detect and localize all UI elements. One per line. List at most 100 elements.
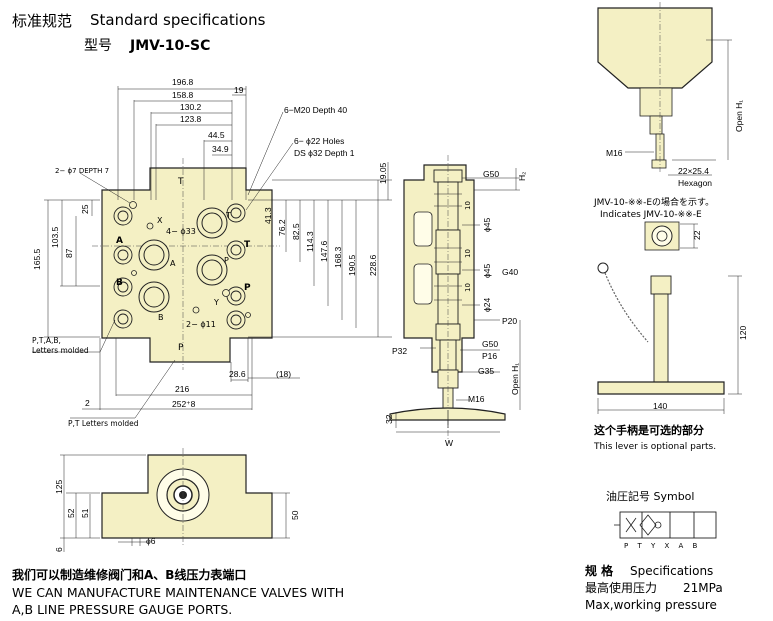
- dim-34-9: 34.9: [212, 144, 229, 154]
- dim-158-8: 158.8: [172, 90, 194, 100]
- port-y-label: Y: [213, 298, 219, 307]
- spec-title-en: Specifications: [630, 564, 713, 578]
- footer-note-en-1: WE CAN MANUFACTURE MAINTENANCE VALVES WI…: [12, 585, 344, 600]
- dim-52: 52: [66, 508, 76, 518]
- port-b-label: B: [116, 278, 123, 288]
- dim-6: 6: [54, 547, 64, 552]
- port-a-inner: A: [170, 259, 176, 268]
- dim-19: 19: [234, 85, 244, 95]
- dim-44-5: 44.5: [208, 130, 225, 140]
- footer-note-en-2: A,B LINE PRESSURE GAUGE PORTS.: [12, 602, 232, 617]
- dim-165-5: 165.5: [32, 248, 42, 270]
- handle-detail: M16 22×25.4 Hexagon Open H₁ JMV-10-※※-Eの…: [593, 2, 748, 452]
- dim-2: 2: [85, 398, 90, 408]
- title-cn: 标准规范: [12, 12, 72, 30]
- spec-pressure-value: 21MPa: [683, 581, 723, 595]
- dim-51: 51: [80, 508, 90, 518]
- side-g40: G40: [502, 267, 518, 277]
- dim-130-2: 130.2: [180, 102, 202, 112]
- port-t-inner: T: [225, 211, 231, 220]
- dim-123-8: 123.8: [180, 114, 202, 124]
- phi11-label: 2− ϕ11: [186, 320, 216, 329]
- dim-196-8: 196.8: [172, 77, 194, 87]
- side-g50-top: G50: [483, 169, 499, 179]
- dim-168-3: 168.3: [333, 246, 343, 268]
- holes22-label: 6− ϕ22 Holes: [294, 136, 344, 146]
- dim-41-3: 41.3: [263, 207, 273, 224]
- side-phi45-a: ϕ45: [482, 218, 492, 232]
- port-x-label: X: [157, 216, 163, 225]
- symbol-ports: P T Y X A B: [624, 542, 701, 550]
- side-g50-b: G50: [482, 339, 498, 349]
- dim-147-6: 147.6: [319, 240, 329, 262]
- side-m16: M16: [468, 394, 485, 404]
- port-p-side: P: [244, 283, 251, 293]
- side-10c: 10: [464, 283, 472, 292]
- port-t-side: T: [244, 240, 251, 250]
- dim-28-6: 28.6: [229, 369, 246, 379]
- rp-note-en: Indicates JMV-10-※※-E: [600, 210, 702, 220]
- port-p-bottom: P: [178, 343, 184, 353]
- dim-82-5: 82.5: [291, 223, 301, 240]
- side-phi24: ϕ24: [482, 298, 492, 312]
- side-view: G50 H₂ ϕ45 ϕ45 G40 ϕ24 P20 P32 G50 P16 G…: [384, 155, 527, 448]
- dim-114-3: 114.3: [305, 231, 315, 252]
- dim-103-5: 103.5: [50, 226, 60, 248]
- model-label: 型号: [84, 38, 112, 54]
- letters-molded-line1: P,T,A,B,: [32, 336, 61, 345]
- spec-pressure-en: Max,working pressure: [585, 598, 717, 612]
- dim-252: 252⁺8: [172, 399, 196, 409]
- rp-hex-size: 22×25.4: [678, 166, 709, 176]
- dim-216: 216: [175, 384, 189, 394]
- dim-125: 125: [54, 480, 64, 494]
- dim-87: 87: [64, 248, 74, 258]
- side-phi45-b: ϕ45: [482, 264, 492, 278]
- side-10b: 10: [464, 249, 472, 258]
- side-p16: P16: [482, 351, 497, 361]
- model-number: JMV-10-SC: [129, 38, 210, 54]
- side-open-h1: Open H₁: [510, 363, 520, 395]
- rp-22: 22: [692, 230, 702, 240]
- specifications: 规 格 Specifications 最高使用压力 21MPa Max,work…: [585, 563, 723, 612]
- dim-228-6: 228.6: [368, 254, 378, 276]
- dim-76-2: 76.2: [277, 219, 287, 236]
- spec-pressure-cn: 最高使用压力: [585, 580, 657, 595]
- symbol-title: 油圧記号 Symbol: [606, 489, 694, 503]
- port-a-label: A: [116, 236, 123, 246]
- rp-120: 120: [738, 326, 748, 340]
- rp-m16: M16: [606, 148, 623, 158]
- dim-50: 50: [290, 510, 300, 520]
- dim-25: 25: [80, 204, 90, 214]
- rp-note-jp: JMV-10-※※-Eの場合を示す。: [593, 196, 714, 208]
- pt-letters-label: P,T Letters molded: [68, 419, 139, 428]
- hydraulic-symbol: 油圧記号 Symbol P T Y X A B: [606, 489, 717, 550]
- side-w: W: [445, 438, 453, 448]
- side-h2: H₂: [517, 172, 527, 181]
- side-p32: P32: [392, 346, 407, 356]
- side-32: 32: [384, 414, 394, 424]
- ds32-label: DS ϕ32 Depth 1: [294, 148, 355, 158]
- rp-open-h1: Open H₁: [734, 100, 744, 132]
- dim-190-5: 190.5: [347, 254, 357, 276]
- m20-label: 6−M20 Depth 40: [284, 105, 347, 115]
- title-en: Standard specifications: [90, 11, 266, 29]
- side-10a: 10: [464, 201, 472, 210]
- phi7-label: 2− ϕ7 DEPTH 7: [55, 167, 109, 175]
- rp-lever-cn: 这个手柄是可选的部分: [594, 423, 704, 437]
- port-b-inner: B: [158, 313, 164, 322]
- port-t-top: T: [177, 177, 184, 187]
- letters-molded-line2: Letters molded: [32, 346, 89, 355]
- port-p-inner: P: [224, 256, 229, 265]
- dim-19-05: 19.05: [378, 162, 388, 184]
- rp-hexagon: Hexagon: [678, 178, 712, 188]
- bottom-view: 125 52 51 50 6 ϕ6: [54, 448, 300, 552]
- dim-phi6: ϕ6: [146, 536, 156, 546]
- spec-title-cn: 规 格: [585, 563, 614, 578]
- footer-note-cn: 我们可以制造维修阀门和A、B线压力表端口: [12, 567, 246, 582]
- rp-lever-en: This lever is optional parts.: [593, 442, 716, 452]
- rp-140: 140: [653, 401, 667, 411]
- front-view: A B A B T P T P T P X Y 4− ϕ33 2− ϕ11 19…: [32, 77, 392, 428]
- dim-18: (18): [276, 369, 291, 379]
- side-g35: G35: [478, 366, 494, 376]
